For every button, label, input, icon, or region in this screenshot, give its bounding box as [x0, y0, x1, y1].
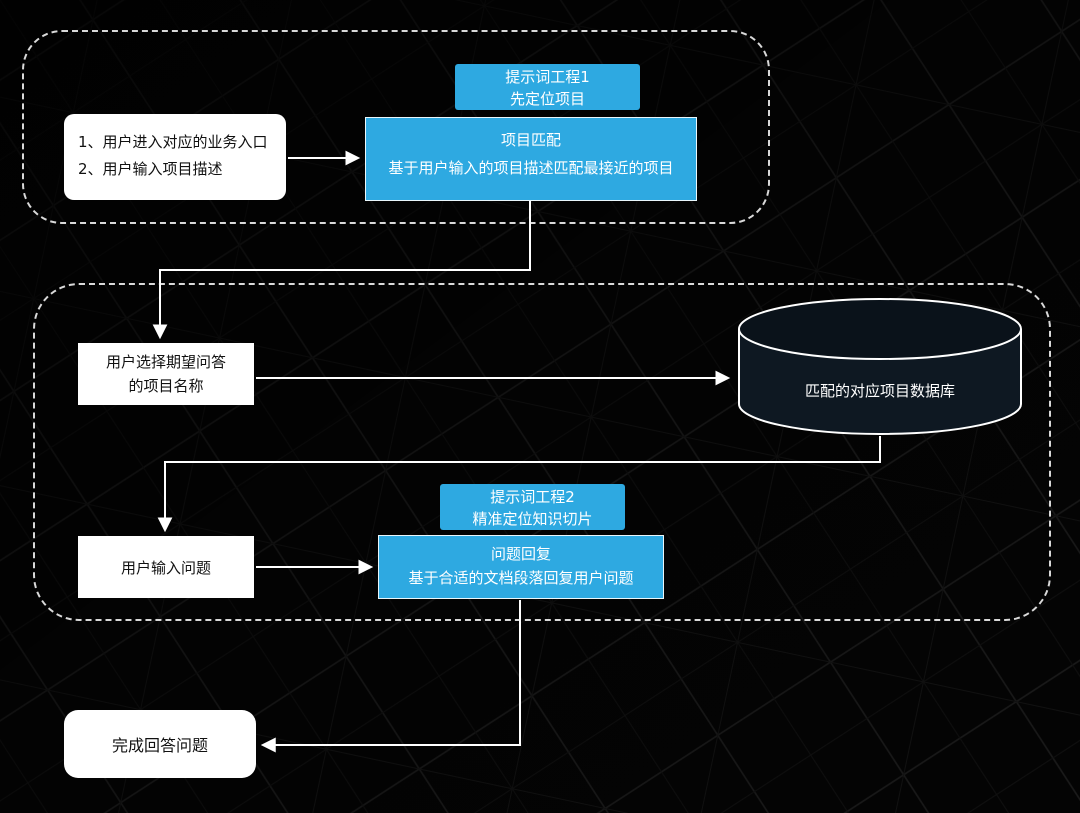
select-line1: 用户选择期望问答 — [105, 353, 226, 371]
reply-desc: 基于合适的文档段落回复用户问题 — [408, 569, 634, 587]
reply-title: 问题回复 — [490, 545, 551, 563]
finish-label: 完成回答问题 — [111, 736, 208, 755]
project-database-node: 匹配的对应项目数据库 — [735, 296, 1025, 438]
user-question-node: 用户输入问题 — [78, 536, 254, 598]
match-title: 项目匹配 — [500, 131, 561, 149]
project-match-node: 项目匹配 基于用户输入的项目描述匹配最接近的项目 — [365, 117, 697, 201]
prompt1-line2: 先定位项目 — [509, 90, 585, 108]
entry-line1: 1、用户进入对应的业务入口 — [78, 133, 268, 151]
prompt-engineering-1-label: 提示词工程1 先定位项目 — [455, 64, 640, 110]
prompt2-line1: 提示词工程2 — [490, 488, 575, 506]
match-desc: 基于用户输入的项目描述匹配最接近的项目 — [388, 159, 674, 177]
question-reply-node: 问题回复 基于合适的文档段落回复用户问题 — [378, 535, 664, 599]
question-label: 用户输入问题 — [120, 558, 211, 577]
user-entry-node: 1、用户进入对应的业务入口 2、用户输入项目描述 — [64, 114, 286, 200]
prompt-engineering-2-label: 提示词工程2 精准定位知识切片 — [440, 484, 625, 530]
select-line2: 的项目名称 — [128, 377, 204, 395]
prompt2-line2: 精准定位知识切片 — [472, 510, 593, 528]
finish-answer-node: 完成回答问题 — [64, 710, 256, 778]
stage2-dashed-frame — [33, 283, 1051, 621]
database-label: 匹配的对应项目数据库 — [804, 382, 955, 400]
entry-line2: 2、用户输入项目描述 — [78, 160, 223, 178]
prompt1-line1: 提示词工程1 — [505, 68, 590, 86]
database-cylinder-icon — [738, 298, 1022, 435]
project-select-node: 用户选择期望问答 的项目名称 — [78, 343, 254, 405]
